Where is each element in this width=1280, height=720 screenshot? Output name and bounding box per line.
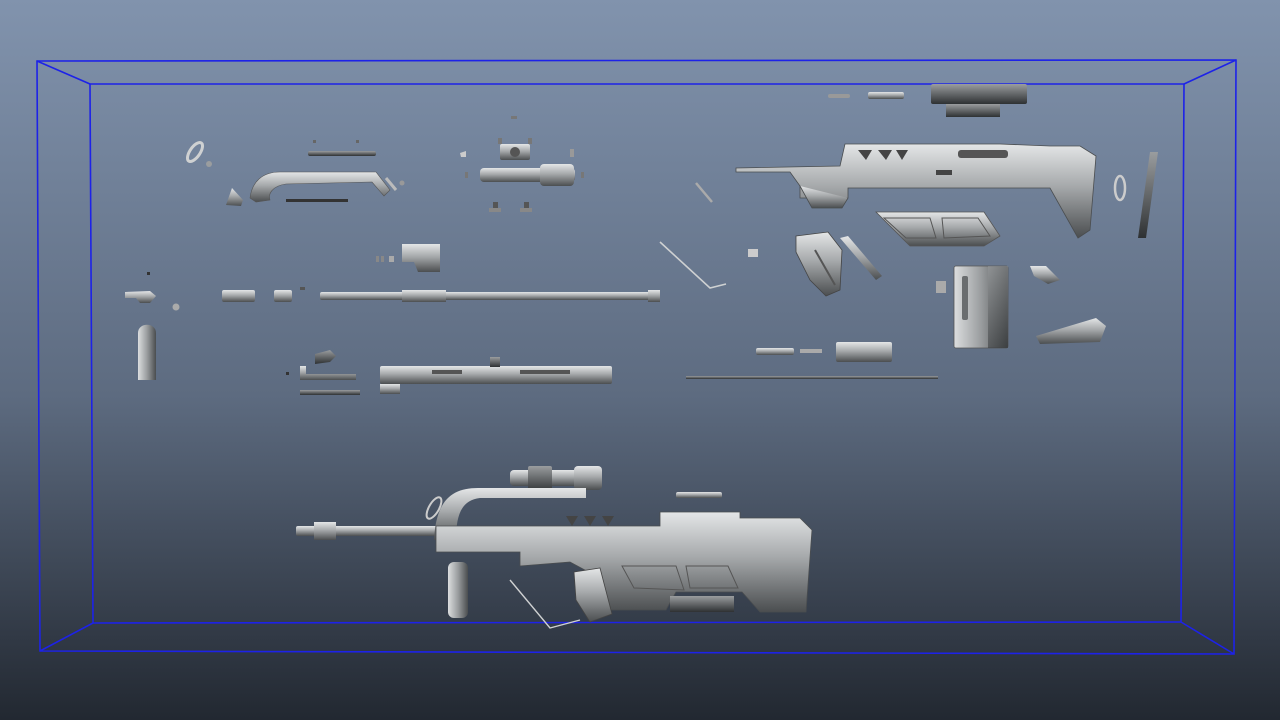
sling-wire[interactable]: [659, 241, 727, 289]
rifle-stock-body-icon[interactable]: [735, 84, 1097, 239]
magazine-icon[interactable]: [936, 265, 1106, 349]
stock-side-panel[interactable]: [875, 211, 1001, 247]
carry-handle-parts[interactable]: [185, 140, 405, 206]
muzzle-parts[interactable]: [125, 272, 305, 380]
bullpup-rifle-assembled-icon[interactable]: [296, 466, 813, 629]
barrel-icon[interactable]: [320, 244, 660, 302]
bounding-box-wireframe-icon[interactable]: [36, 59, 1237, 655]
pistol-grip-icon[interactable]: [795, 231, 882, 297]
charging-rod-parts[interactable]: [686, 342, 938, 379]
buttplate-parts[interactable]: [1113, 152, 1158, 238]
small-pins[interactable]: [695, 182, 758, 257]
bolt-carrier-parts[interactable]: [286, 350, 612, 395]
scope-parts[interactable]: [460, 116, 584, 212]
